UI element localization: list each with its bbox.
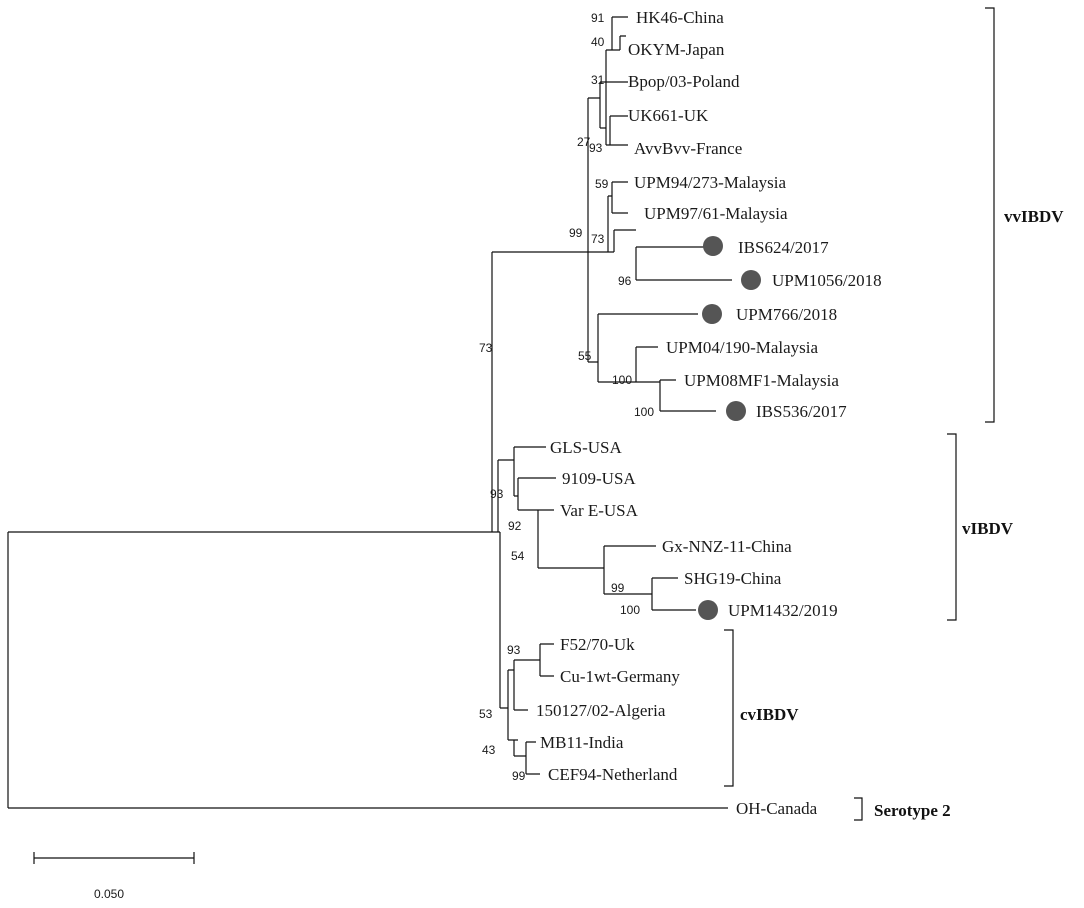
bootstrap-value: 92 — [508, 519, 522, 533]
taxon-label: OKYM-Japan — [628, 40, 725, 59]
sample-marker-icon — [698, 600, 718, 620]
clade-label-vvibdv: vvIBDV — [1004, 207, 1064, 226]
bootstrap-values: 91 40 31 27 93 59 73 99 96 55 100 100 73… — [479, 11, 654, 783]
bootstrap-value: 100 — [620, 603, 640, 617]
taxon-label: 9109-USA — [562, 469, 636, 488]
taxon-label: UPM08MF1-Malaysia — [684, 371, 839, 390]
bootstrap-value: 73 — [591, 232, 605, 246]
scale-bar-label: 0.050 — [94, 887, 124, 901]
bootstrap-value: 99 — [611, 581, 625, 595]
sample-marker-icon — [702, 304, 722, 324]
clade-bracket-vvibdv — [985, 7, 995, 423]
bootstrap-value: 40 — [591, 35, 605, 49]
taxon-label: MB11-India — [540, 733, 624, 752]
taxon-label: UK661-UK — [628, 106, 709, 125]
taxon-label: UPM1056/2018 — [772, 271, 882, 290]
sample-marker-icon — [703, 236, 723, 256]
taxon-label: UPM04/190-Malaysia — [666, 338, 819, 357]
taxon-label: F52/70-Uk — [560, 635, 635, 654]
clade-bracket-serotype2 — [854, 797, 863, 821]
taxon-label: UPM1432/2019 — [728, 601, 838, 620]
clade-label-cvibdv: cvIBDV — [740, 705, 799, 724]
taxon-label: Bpop/03-Poland — [628, 72, 740, 91]
clade-bracket-vibdv — [947, 433, 957, 621]
tree-branches — [7, 16, 732, 809]
scale-bar: 0.050 — [33, 852, 195, 901]
taxon-label: 150127/02-Algeria — [536, 701, 666, 720]
bootstrap-value: 53 — [479, 707, 493, 721]
bootstrap-value: 93 — [589, 141, 603, 155]
taxon-label: AvvBvv-France — [634, 139, 742, 158]
bootstrap-value: 55 — [578, 349, 592, 363]
clade-bracket-cvibdv — [724, 629, 734, 787]
taxon-label: UPM94/273-Malaysia — [634, 173, 787, 192]
taxon-label: UPM97/61-Malaysia — [644, 204, 788, 223]
clade-label-serotype2: Serotype 2 — [874, 801, 951, 820]
taxon-label: HK46-China — [636, 8, 724, 27]
bootstrap-value: 99 — [569, 226, 583, 240]
bootstrap-value: 96 — [618, 274, 632, 288]
taxon-label: Gx-NNZ-11-China — [662, 537, 792, 556]
bootstrap-value: 43 — [482, 743, 496, 757]
taxon-label: GLS-USA — [550, 438, 623, 457]
bootstrap-value: 27 — [577, 135, 591, 149]
taxon-label: IBS624/2017 — [738, 238, 829, 257]
taxon-label: IBS536/2017 — [756, 402, 847, 421]
bootstrap-value: 59 — [595, 177, 609, 191]
sample-marker-icon — [726, 401, 746, 421]
sample-marker-icon — [741, 270, 761, 290]
bootstrap-value: 91 — [591, 11, 605, 25]
taxon-label: SHG19-China — [684, 569, 782, 588]
bootstrap-value: 73 — [479, 341, 493, 355]
bootstrap-value: 93 — [490, 487, 504, 501]
bootstrap-value: 93 — [507, 643, 521, 657]
bootstrap-value: 99 — [512, 769, 526, 783]
bootstrap-value: 31 — [591, 73, 605, 87]
clade-brackets: vvIBDV vIBDV cvIBDV Serotype 2 — [724, 7, 1064, 821]
bootstrap-value: 100 — [612, 373, 632, 387]
taxon-label: OH-Canada — [736, 799, 818, 818]
sample-markers — [698, 236, 761, 620]
bootstrap-value: 100 — [634, 405, 654, 419]
bootstrap-value: 54 — [511, 549, 525, 563]
taxon-label: UPM766/2018 — [736, 305, 837, 324]
taxon-labels: HK46-China OKYM-Japan Bpop/03-Poland UK6… — [536, 8, 882, 818]
taxon-label: Cu-1wt-Germany — [560, 667, 680, 686]
scale-bar-line — [33, 852, 195, 864]
taxon-label: Var E-USA — [560, 501, 639, 520]
taxon-label: CEF94-Netherland — [548, 765, 678, 784]
clade-label-vibdv: vIBDV — [962, 519, 1014, 538]
